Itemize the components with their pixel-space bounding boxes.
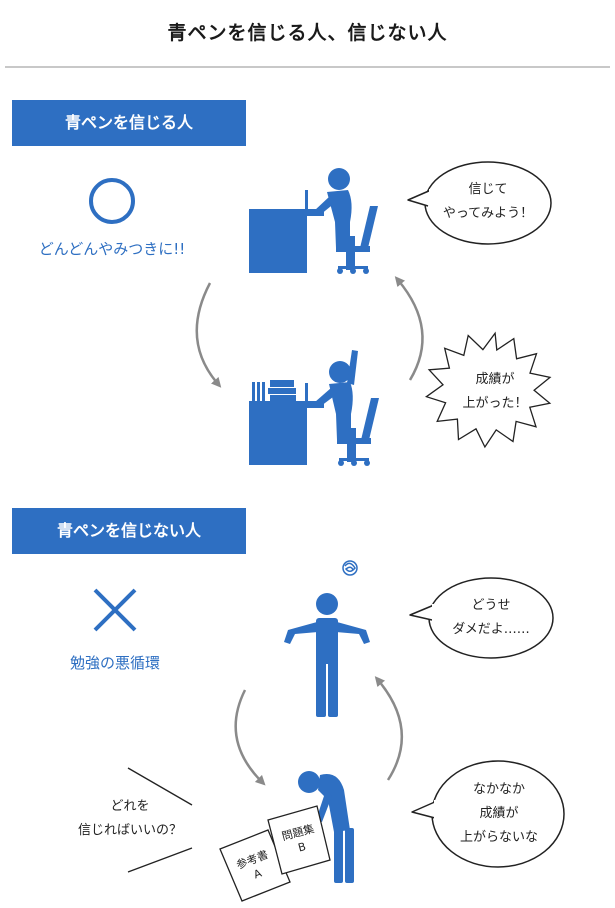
bubble-line: やってみよう！ (442, 206, 534, 221)
bubble-line: 上がった！ (462, 396, 528, 411)
reference-book-a-paper (219, 829, 291, 902)
bubble-line: なかなか (472, 782, 525, 797)
confusion-text: どれを 信じればいいの？ (55, 795, 205, 843)
cheering-person-at-desk-icon (249, 350, 379, 466)
cycle-arrow-down-2 (234, 689, 266, 786)
scribble-thought-icon (342, 560, 358, 576)
problem-book-b-paper (267, 805, 331, 875)
non-believer-bubble-bottom-text: なかなか 成績が 上がらないな (440, 778, 558, 850)
bubble-line: どうせ (471, 598, 511, 613)
non-believer-bubble-top-text: どうせ ダメだよ…… (435, 594, 547, 642)
bent-over-person-icon (298, 771, 354, 883)
bubble-line: 信じて (468, 182, 508, 197)
title-divider (5, 66, 610, 68)
speech-bubble-grades (411, 760, 565, 868)
cycle-arrow-up (394, 276, 424, 381)
speech-bubble-top (407, 161, 552, 245)
non-believer-header: 青ペンを信じない人 (12, 508, 246, 554)
page-title: 青ペンを信じる人、信じない人 (167, 22, 448, 44)
believer-bubble-bottom-text: 成績が 上がった！ (440, 368, 550, 416)
cross-mark-icon (93, 588, 137, 632)
confusion-line-bottom (127, 847, 193, 873)
shout-bubble (424, 331, 552, 449)
confusion-line: どれを (110, 799, 150, 814)
cycle-arrow-up-2 (374, 676, 404, 781)
bubble-line: 成績が (475, 372, 515, 387)
bubble-line: 上がらないな (459, 830, 538, 845)
believer-bubble-top-text: 信じて やってみよう！ (430, 178, 546, 226)
speech-bubble-doubt (409, 577, 554, 659)
shrugging-person-icon (284, 593, 370, 717)
cycle-arrow-down (195, 282, 222, 388)
bubble-line: ダメだよ…… (452, 622, 530, 637)
believer-header: 青ペンを信じる人 (12, 100, 246, 146)
circle-mark-icon (89, 178, 135, 224)
confusion-line: 信じればいいの？ (77, 823, 182, 838)
non-believer-mark-caption: 勉強の悪循環 (69, 654, 160, 672)
bubble-line: 成績が (479, 806, 519, 821)
confusion-line-top (127, 767, 193, 806)
believer-mark-caption: どんどんやみつきに!! (38, 240, 186, 258)
person-at-desk-icon (249, 168, 378, 274)
